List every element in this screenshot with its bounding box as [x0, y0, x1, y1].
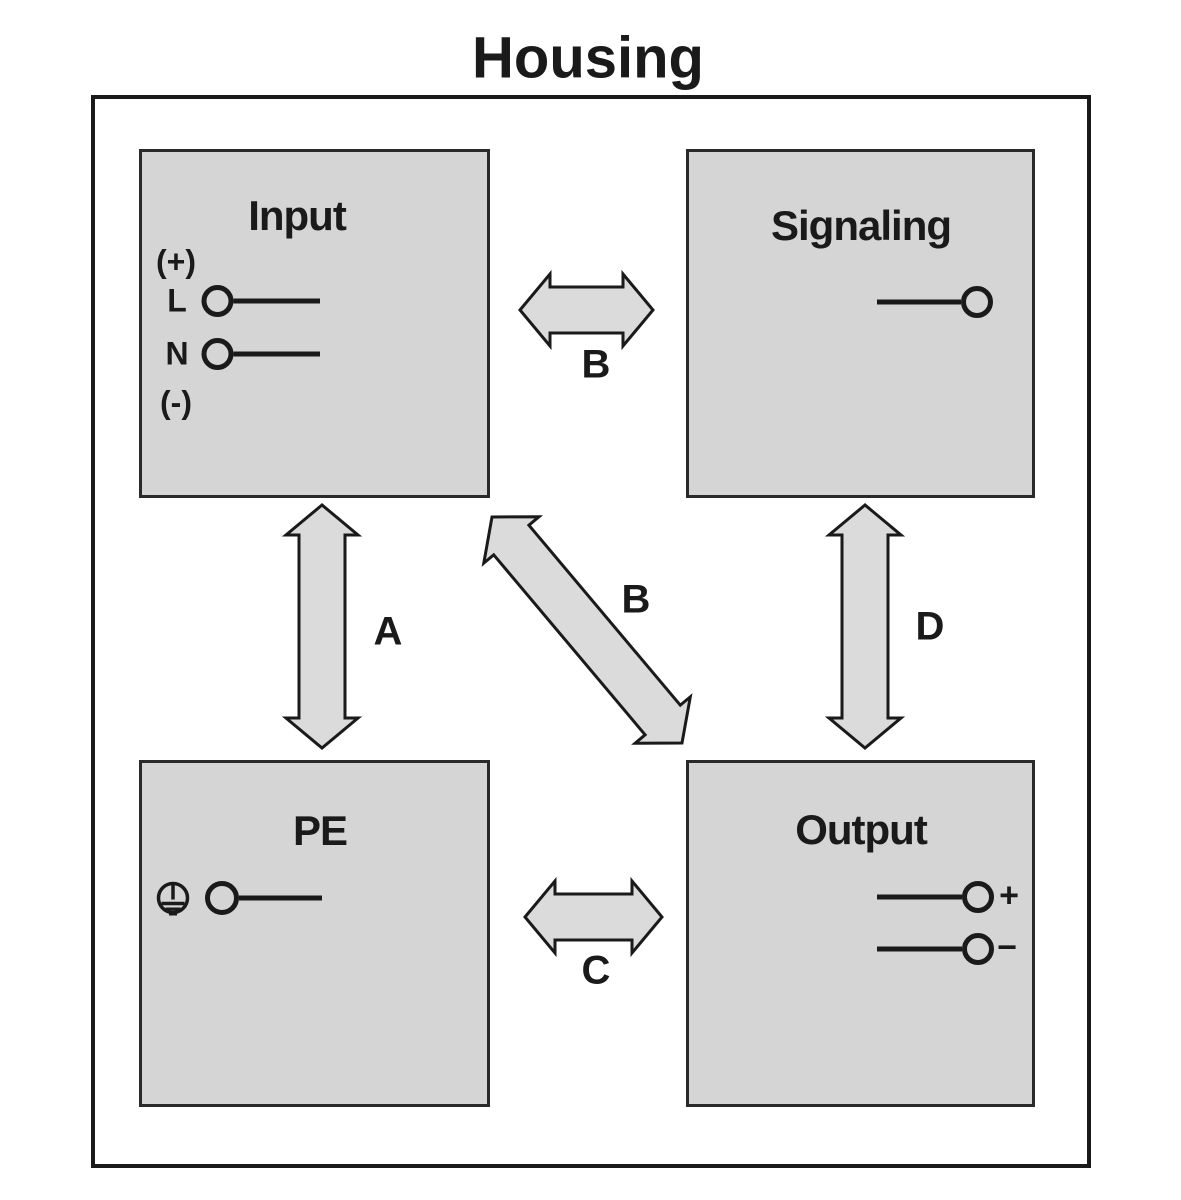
input-pin-plus-label: (+): [156, 243, 196, 280]
input-pin-l-label: L: [167, 282, 187, 319]
output-block-title: Output: [795, 806, 928, 853]
output-pin-plus-label: +: [999, 876, 1019, 915]
arrow-d-label: D: [915, 604, 945, 649]
output-pin-minus-label: −: [997, 928, 1017, 967]
pe-block-title: PE: [292, 807, 348, 854]
input-pin-n-label: N: [165, 335, 189, 372]
diagram-title: Housing: [472, 25, 704, 91]
input-pin-minus-label: (-): [160, 384, 192, 421]
arrow-a-label: A: [373, 609, 403, 654]
signaling-block: [686, 149, 1035, 498]
arrow-c-label: C: [581, 948, 611, 993]
arrow-b-top-label: B: [581, 342, 611, 387]
input-block: [139, 149, 490, 498]
arrow-b-diagonal-label: B: [621, 577, 651, 622]
pe-block: [139, 760, 490, 1107]
housing-border: [91, 95, 1091, 1168]
input-block-title: Input: [248, 192, 347, 239]
signaling-block-title: Signaling: [771, 202, 952, 249]
